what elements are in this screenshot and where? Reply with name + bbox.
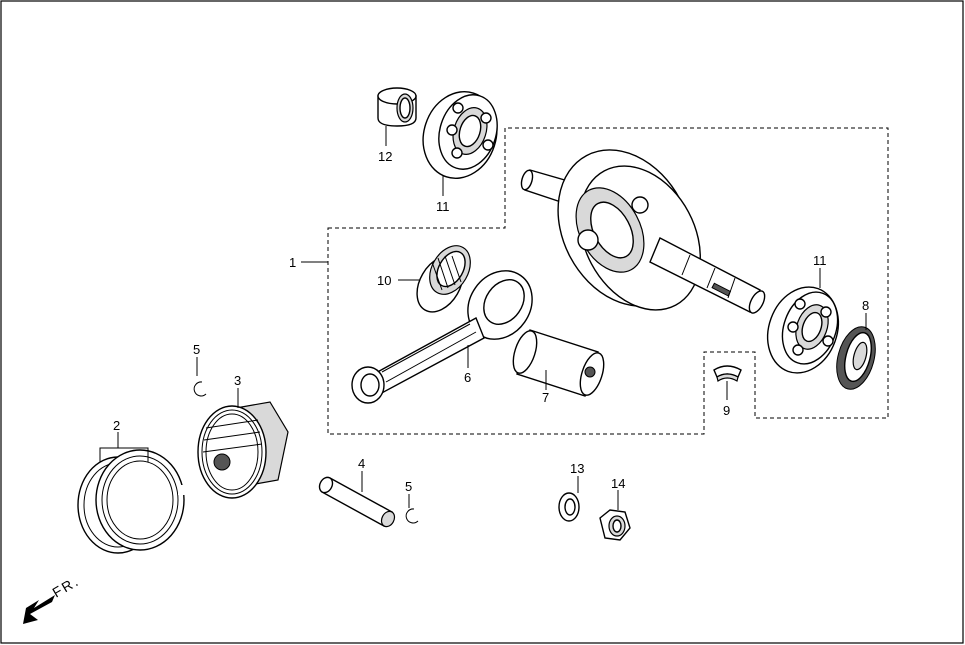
- bushing-part: [377, 87, 417, 127]
- callout-12: 12: [378, 149, 392, 164]
- piston-rings-part: [77, 449, 188, 554]
- crank-pin-part: [512, 329, 605, 397]
- callout-11-upper: 11: [436, 199, 450, 214]
- sprocket-part: [836, 326, 876, 390]
- connecting-rod-part: [351, 270, 533, 404]
- needle-bearing-part: [416, 245, 471, 313]
- bearing-upper-part: [422, 91, 498, 179]
- callout-13: 13: [570, 461, 584, 476]
- circlip-right-part: [405, 508, 419, 524]
- callout-5-right: 5: [405, 479, 412, 494]
- callout-3: 3: [234, 373, 241, 388]
- piston-pin-part: [318, 476, 396, 528]
- washer-part: [558, 492, 580, 522]
- bearing-right-part: [766, 286, 840, 374]
- nut-part: [599, 509, 631, 541]
- callout-10: 10: [377, 273, 391, 288]
- front-direction-arrow-icon: [23, 595, 55, 624]
- callout-7: 7: [542, 390, 549, 405]
- callout-9: 9: [723, 403, 730, 418]
- callout-11-right: 11: [813, 253, 827, 268]
- callout-1: 1: [289, 255, 296, 270]
- crankshaft-assembly-boundary: [327, 127, 889, 435]
- crankshaft-part: [520, 149, 766, 314]
- callout-14: 14: [611, 476, 625, 491]
- key-part: [713, 365, 742, 382]
- callout-5-left: 5: [193, 342, 200, 357]
- callout-8: 8: [862, 298, 869, 313]
- callout-4: 4: [358, 456, 365, 471]
- piston-part: [197, 401, 289, 499]
- callout-6: 6: [464, 370, 471, 385]
- callout-2: 2: [113, 418, 120, 433]
- circlip-left-part: [193, 381, 207, 397]
- leader-2: [99, 432, 149, 462]
